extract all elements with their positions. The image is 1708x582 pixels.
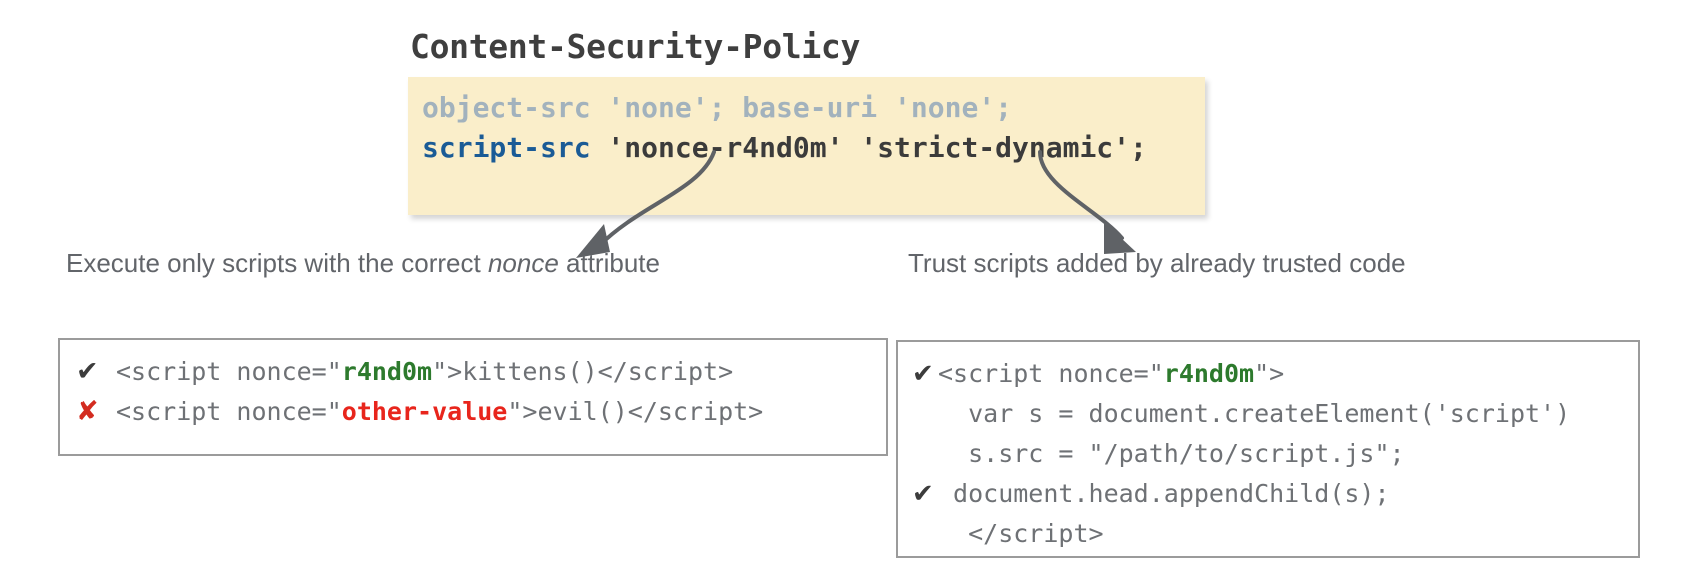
page-title: Content-Security-Policy	[410, 27, 861, 66]
code-rows-left: ✔<script nonce="r4nd0m">kittens()</scrip…	[60, 340, 886, 432]
code-text-pre: s.src = "/path/to/script.js";	[938, 439, 1405, 468]
check-icon: ✔	[912, 479, 934, 509]
code-text: <script nonce="other-value">evil()</scri…	[116, 392, 763, 432]
code-text: </script>	[938, 514, 1104, 554]
caption-left: Execute only scripts with the correct no…	[66, 248, 660, 279]
code-text-post: ">	[1254, 359, 1285, 388]
code-row: s.src = "/path/to/script.js";	[898, 434, 1638, 474]
code-row: </script>	[898, 514, 1638, 554]
caption-left-post: attribute	[558, 248, 660, 278]
check-icon: ✔	[76, 356, 99, 387]
code-text-pre: <script nonce="	[116, 357, 342, 386]
code-row: var s = document.createElement('script')	[898, 394, 1638, 434]
csp-line-2: script-src 'nonce-r4nd0m' 'strict-dynami…	[422, 128, 1205, 168]
code-rows-right: ✔<script nonce="r4nd0m"> var s = documen…	[898, 342, 1638, 554]
code-text: document.head.appendChild(s);	[938, 474, 1390, 514]
csp-directive-value: 'nonce-r4nd0m' 'strict-dynamic';	[590, 131, 1147, 164]
code-text: var s = document.createElement('script')	[938, 394, 1570, 434]
code-text-pre: document.head.appendChild(s);	[938, 479, 1390, 508]
code-example-box-strict-dynamic: ✔<script nonce="r4nd0m"> var s = documen…	[896, 340, 1640, 558]
code-row: ✘ <script nonce="other-value">evil()</scr…	[60, 392, 886, 432]
code-example-box-nonce: ✔<script nonce="r4nd0m">kittens()</scrip…	[58, 338, 888, 456]
code-row: ✔ <script nonce="r4nd0m">kittens()</scrip…	[60, 352, 886, 392]
check-icon: ✔	[912, 359, 934, 389]
caption-left-emphasis: nonce	[487, 248, 559, 278]
code-text-pre: <script nonce="	[116, 397, 342, 426]
csp-line-1: object-src 'none'; base-uri 'none';	[422, 88, 1205, 128]
code-text: <script nonce="r4nd0m">	[938, 354, 1284, 394]
code-row: ✔ document.head.appendChild(s);	[898, 474, 1638, 514]
csp-code-block: object-src 'none'; base-uri 'none'; scri…	[408, 77, 1205, 215]
code-text-pre: var s = document.createElement('script')	[938, 399, 1571, 428]
caption-left-pre: Execute only scripts with the correct	[66, 248, 488, 278]
nonce-value: other-value	[341, 397, 508, 426]
nonce-value: r4nd0m	[1163, 359, 1255, 388]
cross-icon: ✘	[76, 396, 99, 427]
code-text-pre: </script>	[938, 519, 1104, 548]
code-text: s.src = "/path/to/script.js";	[938, 434, 1405, 474]
code-text-post: ">kittens()</script>	[432, 357, 734, 386]
csp-directive-script-src: script-src	[422, 131, 591, 164]
code-text: <script nonce="r4nd0m">kittens()</script…	[116, 352, 733, 392]
caption-right: Trust scripts added by already trusted c…	[908, 248, 1406, 278]
code-text-post: ">evil()</script>	[507, 397, 764, 426]
code-text-pre: <script nonce="	[938, 359, 1164, 388]
csp-line-1-text: object-src 'none'; base-uri 'none';	[422, 91, 1013, 124]
code-row: ✔<script nonce="r4nd0m">	[898, 354, 1638, 394]
nonce-value: r4nd0m	[341, 357, 433, 386]
